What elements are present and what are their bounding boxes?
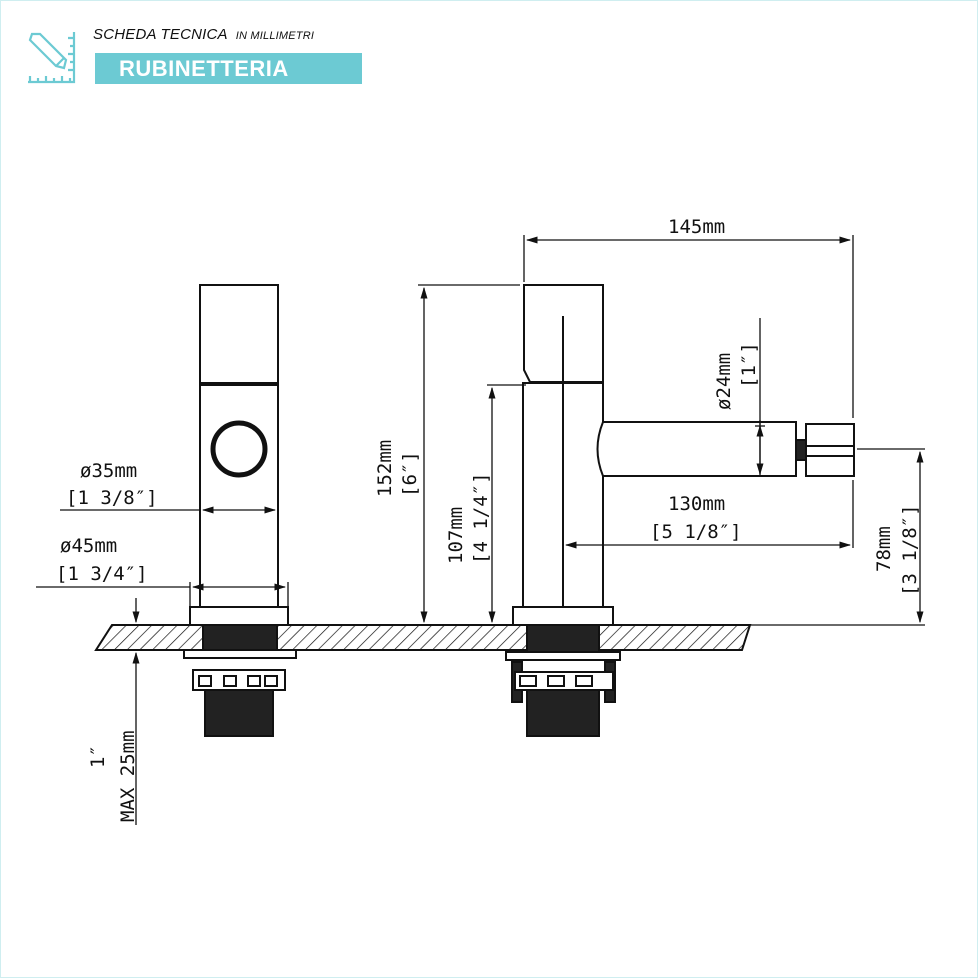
dim-107-inch-label: [4 1/4″] <box>470 472 492 564</box>
dim-24-inch-label: [1″] <box>738 342 760 388</box>
dimension-lines <box>36 235 925 825</box>
dim-35-inch-label: [1 3/8″] <box>66 487 158 509</box>
header-title: SCHEDA TECNICA IN MILLIMETRI <box>93 26 314 43</box>
ruler-pencil-icon <box>28 32 76 84</box>
dim-45-inch-label: [1 3/4″] <box>56 563 148 585</box>
dim-152-inch-label: [6″] <box>399 451 421 497</box>
dim-24-label: ø24mm <box>713 353 735 410</box>
side-view-faucet <box>183 284 297 737</box>
countertop <box>94 624 752 651</box>
header-title-text: SCHEDA TECNICA <box>93 26 228 43</box>
header-subtitle: IN MILLIMETRI <box>235 30 315 42</box>
dim-107-label: 107mm <box>445 507 467 564</box>
dim-max25-label: MAX 25mm <box>117 730 139 822</box>
dim-thread-label: 1″ <box>87 745 109 768</box>
dim-35-label: ø35mm <box>80 460 137 482</box>
category-band: RUBINETTERIA <box>95 53 362 84</box>
dim-130-inch-label: [5 1/8″] <box>650 521 742 543</box>
front-view-faucet <box>505 284 855 737</box>
dim-152-label: 152mm <box>374 440 396 497</box>
dim-130-label: 130mm <box>668 493 725 515</box>
dim-45-label: ø45mm <box>60 535 117 557</box>
dim-145-label: 145mm <box>668 216 725 238</box>
dim-78-label: 78mm <box>873 526 895 572</box>
dim-78-inch-label: [3 1/8″] <box>899 504 921 596</box>
